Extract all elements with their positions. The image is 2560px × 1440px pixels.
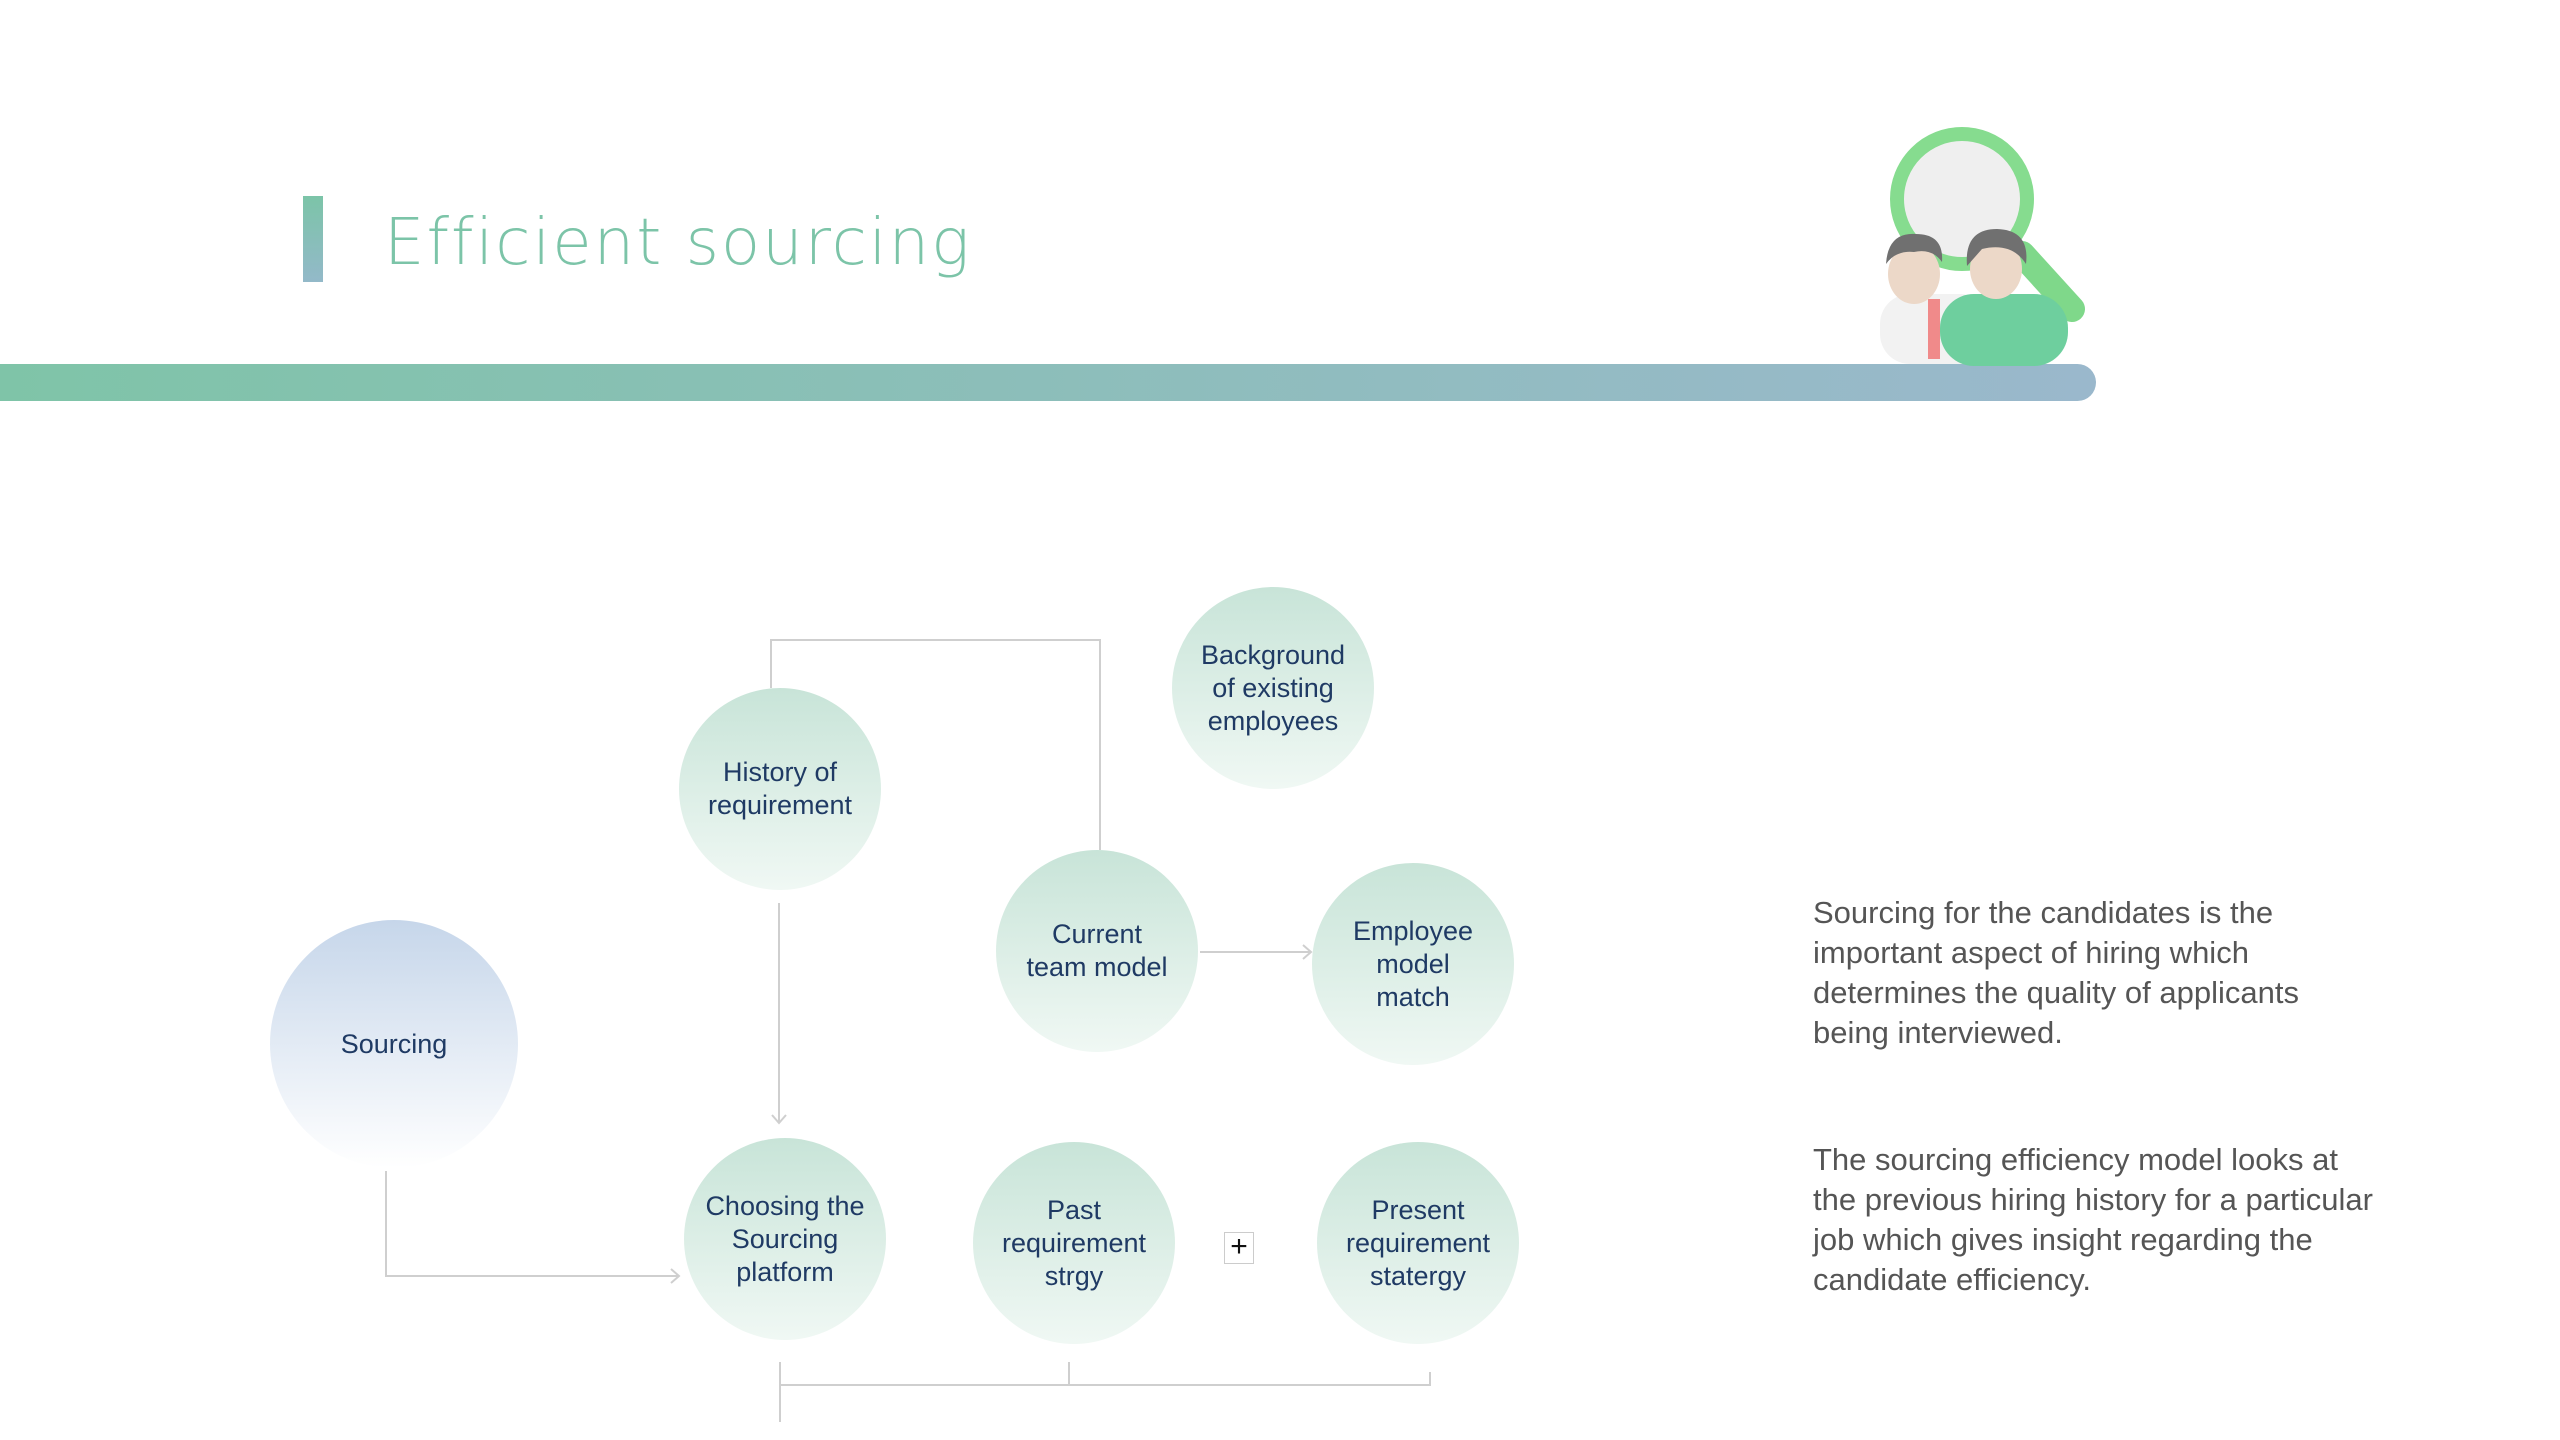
node-present-requirement-strategy: Present requirement statergy <box>1317 1142 1519 1344</box>
node-history-of-requirement: History of requirement <box>679 688 881 890</box>
node-label: Employee model match <box>1352 915 1474 1012</box>
node-sourcing: Sourcing <box>270 920 518 1168</box>
node-background-of-existing-employees: Background of existing employees <box>1172 587 1374 789</box>
node-label: History of requirement <box>707 757 853 820</box>
node-label: Present requirement statergy <box>1345 1194 1491 1291</box>
node-label: Sourcing <box>340 1028 448 1059</box>
node-label: Background of existing employees <box>1200 639 1346 736</box>
node-current-team-model: Current team model <box>996 850 1198 1052</box>
node-label: Choosing the Sourcing platform <box>705 1190 865 1287</box>
plus-icon: + <box>1224 1232 1254 1264</box>
node-label: Current team model <box>1026 919 1168 982</box>
title-accent-bar <box>303 196 323 282</box>
node-label: Past requirement strgy <box>1001 1194 1147 1291</box>
page-title: Efficient sourcing <box>384 206 972 280</box>
header-band <box>0 364 2096 401</box>
node-past-requirement-strategy: Past requirement strgy <box>973 1142 1175 1344</box>
description-paragraph-1: Sourcing for the candidates is the impor… <box>1813 895 2299 1050</box>
description-paragraph-2: The sourcing efficiency model looks at t… <box>1813 1142 2373 1297</box>
node-employee-model-match: Employee model match <box>1312 863 1514 1065</box>
node-choosing-sourcing-platform: Choosing the Sourcing platform <box>684 1138 886 1340</box>
people-magnifier-icon <box>1852 124 2087 369</box>
